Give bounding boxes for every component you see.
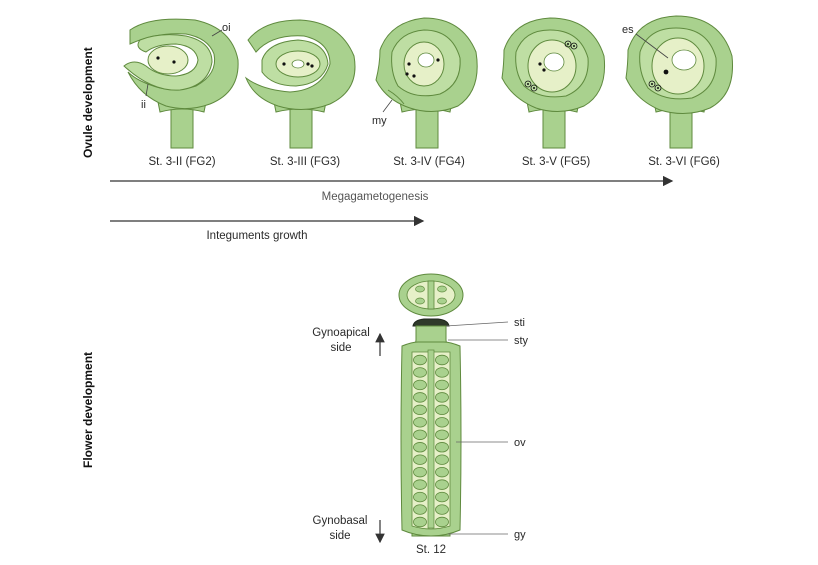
stage-label-st12: St. 12 xyxy=(416,544,446,556)
stage-label-2: St. 3-III (FG3) xyxy=(270,156,340,168)
stage-label-3: St. 3-IV (FG4) xyxy=(393,156,465,168)
ovules xyxy=(413,354,449,528)
ovule-stage-2 xyxy=(244,19,356,149)
ovule-right-4 xyxy=(435,392,449,403)
label-sty: sty xyxy=(514,335,529,347)
ovule-left-2 xyxy=(413,367,427,378)
stigma xyxy=(412,318,450,327)
ovule-left-1 xyxy=(413,354,427,366)
ovule-left-13 xyxy=(413,504,427,515)
stage-label-4: St. 3-V (FG5) xyxy=(522,156,591,168)
ovule-right-12 xyxy=(435,491,449,503)
ovule-left-9 xyxy=(413,454,427,465)
ovule-left-14 xyxy=(413,516,427,528)
gynoecium-longitudinal xyxy=(400,318,462,537)
ovule-left-6 xyxy=(413,417,427,428)
ovule-right-13 xyxy=(435,504,449,515)
gynoapical-label-line2: side xyxy=(330,342,351,354)
ovule-stage-4 xyxy=(501,17,606,149)
gynobasal-label-line2: side xyxy=(329,530,350,542)
ovule-development-label: Ovule development xyxy=(81,47,95,158)
ovule-right-3 xyxy=(435,379,449,391)
ovule-right-6 xyxy=(435,417,449,428)
ovule-left-5 xyxy=(413,404,427,416)
label-sti: sti xyxy=(514,317,525,329)
stage-label-1: St. 3-II (FG2) xyxy=(148,156,215,168)
integuments-label: Integuments growth xyxy=(206,230,307,242)
ovule-stage-5 xyxy=(625,15,734,149)
flower-development-label: Flower development xyxy=(81,352,95,468)
megagametogenesis-label: Megagametogenesis xyxy=(322,191,429,203)
ovule-right-14 xyxy=(435,516,449,528)
stage-label-5: St. 3-VI (FG6) xyxy=(648,156,720,168)
label-ii: ii xyxy=(141,99,146,111)
ovule-right-11 xyxy=(435,479,449,490)
ovule-left-3 xyxy=(413,379,427,391)
label-ov: ov xyxy=(514,437,526,449)
ovule-stage-3 xyxy=(375,17,478,149)
gynoapical-label-line1: Gynoapical xyxy=(312,327,370,339)
ovule-right-2 xyxy=(435,367,449,378)
ovule-left-10 xyxy=(413,466,427,478)
label-my: my xyxy=(372,115,387,127)
ovule-left-7 xyxy=(413,429,427,440)
gynobasal-label-line1: Gynobasal xyxy=(313,515,368,527)
ovule-left-4 xyxy=(413,392,427,403)
label-es: es xyxy=(622,24,634,36)
ovule-right-9 xyxy=(435,454,449,465)
label-gy: gy xyxy=(514,529,526,541)
gynoecium-cross-section xyxy=(398,273,464,317)
ovule-right-10 xyxy=(435,466,449,478)
label-oi: oi xyxy=(222,22,231,34)
ovule-right-7 xyxy=(435,429,449,440)
ovule-left-8 xyxy=(413,442,427,453)
ovule-left-11 xyxy=(413,479,427,490)
ovule-right-5 xyxy=(435,404,449,416)
ovule-right-8 xyxy=(435,442,449,453)
ovule-stage-1 xyxy=(123,18,239,149)
ovule-left-12 xyxy=(413,491,427,503)
ovule-right-1 xyxy=(435,354,449,366)
